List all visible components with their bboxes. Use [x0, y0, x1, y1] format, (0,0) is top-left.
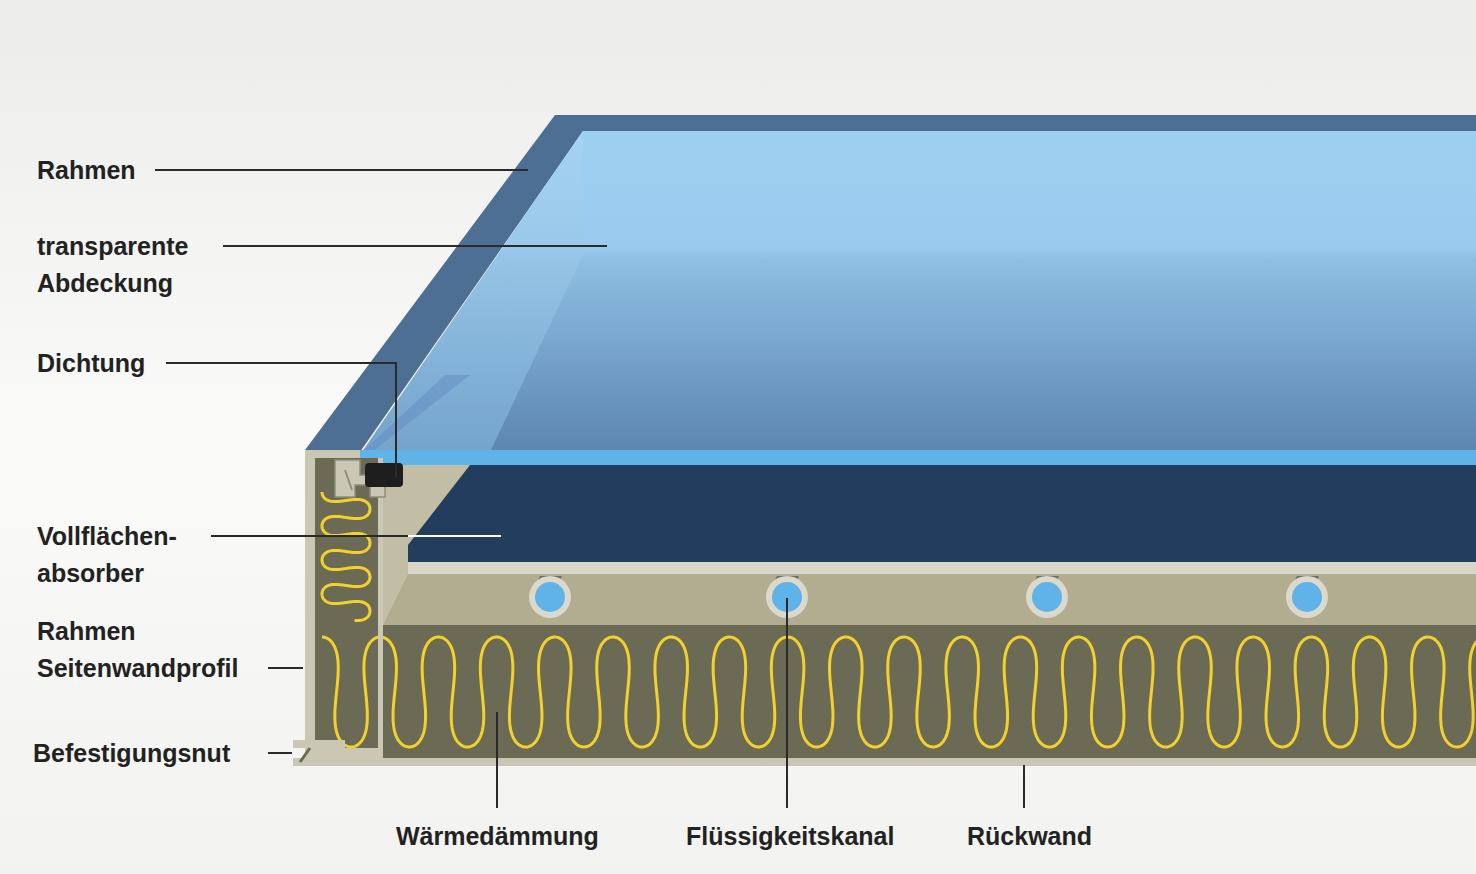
illustration-part [268, 752, 292, 754]
illustration-part [155, 169, 528, 171]
part-label: Rückwand [967, 818, 1092, 855]
leader-line-light [408, 535, 501, 537]
illustration-part [1026, 576, 1068, 618]
collector-interior [383, 465, 1476, 625]
illustration-part [786, 598, 788, 808]
glass-cover [362, 131, 1476, 452]
insulation-fibre [322, 492, 370, 621]
illustration-part [529, 576, 571, 618]
clamp-detail [345, 470, 352, 490]
illustration-part [166, 363, 396, 478]
absorber-plate [408, 465, 1476, 562]
part-label: Rahmen [37, 152, 149, 189]
part-label: Rahmen Seitenwandprofil [37, 613, 265, 687]
glass-edge [360, 450, 1476, 465]
illustration-part [1292, 582, 1322, 612]
seal [365, 463, 403, 487]
side-wall-inner [378, 458, 383, 766]
part-label: transparente Abdeckung [37, 228, 217, 302]
part-label: Wärmedämmung [396, 818, 599, 855]
leader-lines [155, 170, 1024, 808]
illustration-part [223, 245, 607, 247]
mounting-groove [293, 740, 383, 766]
insulation-fibre [322, 637, 1476, 747]
channels [529, 576, 1328, 618]
side-wall [305, 450, 315, 766]
part-label: Vollflächen- absorber [37, 518, 207, 592]
groove-slot [300, 748, 310, 762]
illustration-part [268, 667, 303, 669]
glass-shade [362, 375, 470, 452]
illustration-part [535, 582, 565, 612]
frame-top [305, 115, 1476, 452]
illustration-part [211, 535, 408, 537]
illustration-part [1286, 576, 1328, 618]
illustration-part [496, 712, 498, 808]
insulation-fibres [322, 492, 1476, 747]
back-wall [305, 758, 1476, 766]
wall-top [315, 450, 360, 458]
part-label: Flüssigkeitskanal [686, 818, 894, 855]
absorber-sheet [408, 562, 1476, 574]
part-label: Befestigungsnut [33, 735, 265, 772]
insulation-bottom [315, 625, 1476, 758]
illustration-part [1023, 765, 1025, 808]
part-label: Dichtung [37, 345, 162, 382]
illustration-part [1032, 582, 1062, 612]
